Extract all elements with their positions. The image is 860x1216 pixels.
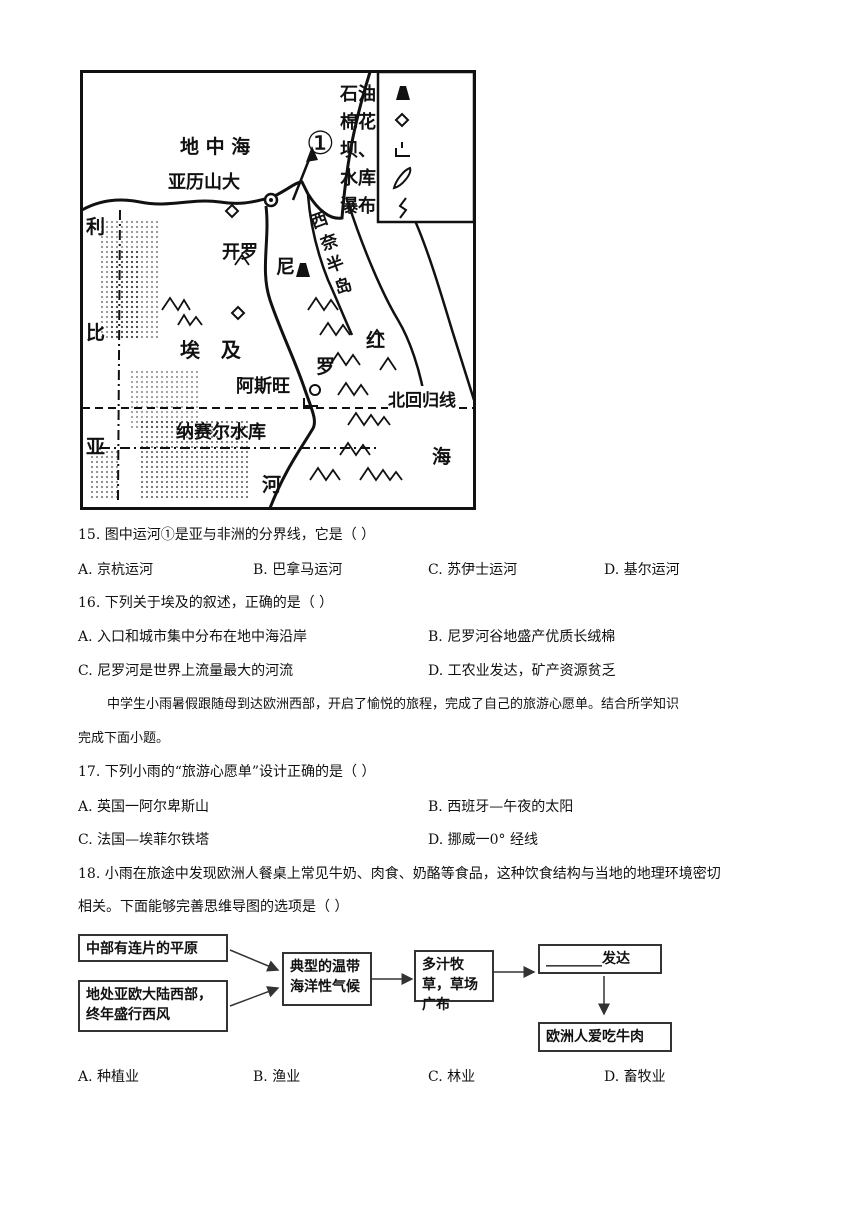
label-nile-3: 河 — [262, 474, 282, 496]
label-tropic: 北回归线 — [388, 386, 456, 411]
q18-option-b[interactable]: B. 渔业 — [253, 1069, 301, 1085]
q15-option-d[interactable]: D. 基尔运河 — [604, 562, 680, 578]
label-mediterranean: 地 中 海 — [180, 136, 251, 158]
nile-river — [263, 205, 316, 509]
q15-option-a[interactable]: A. 京杭运河 — [78, 562, 154, 578]
mind-map: 中部有连片的平原 地处亚欧大陆西部，终年盛行西风 典型的温带海洋性气候 多汁牧草… — [78, 926, 678, 1054]
q18-option-c[interactable]: C. 林业 — [428, 1069, 476, 1085]
legend-reservoir: 水库 — [340, 168, 376, 189]
q17-option-b[interactable]: B. 西班牙—午夜的太阳 — [428, 799, 574, 815]
q15-option-c[interactable]: C. 苏伊士运河 — [428, 562, 518, 578]
q16-option-d[interactable]: D. 工农业发达，矿产资源贫乏 — [428, 663, 616, 679]
answer-blank: ________ — [546, 951, 602, 967]
label-nile-2: 罗 — [316, 356, 336, 378]
passage-line-1: 中学生小雨暑假跟随母到达欧洲西部，开启了愉悦的旅程，完成了自己的旅游心愿单。结合… — [107, 697, 680, 712]
oil-symbol — [296, 263, 310, 277]
map-graphic — [80, 70, 476, 510]
q16-stem: 16. 下列关于埃及的叙述，正确的是（ ） — [78, 595, 334, 611]
q16-option-c[interactable]: C. 尼罗河是世界上流量最大的河流 — [78, 663, 294, 679]
label-egypt: 埃 及 — [180, 338, 241, 362]
q17-stem: 17. 下列小雨的“旅游心愿单”设计正确的是（ ） — [78, 764, 376, 780]
mountains — [161, 253, 403, 482]
q16-option-b[interactable]: B. 尼罗河谷地盛产优质长绒棉 — [428, 629, 616, 645]
legend-waterfall: 瀑布 — [340, 196, 376, 217]
gulf-coast — [306, 194, 354, 336]
label-canal-number: ① — [306, 124, 335, 162]
legend-oil: 石油 — [340, 84, 376, 105]
q18-stem-line-1: 18. 小雨在旅途中发现欧洲人餐桌上常见牛奶、肉食、奶酪等食品，这种饮食结构与当… — [78, 866, 721, 882]
mind-map-arrows — [229, 949, 610, 1016]
q18-option-a[interactable]: A. 种植业 — [78, 1069, 140, 1085]
q15-option-b[interactable]: B. 巴拿马运河 — [253, 562, 343, 578]
label-alexandria: 亚历山大 — [168, 172, 240, 193]
sinai-coast — [346, 201, 427, 401]
legend-dam: 坝、 — [340, 140, 376, 161]
border-west — [117, 209, 121, 501]
label-libya-1: 利 — [86, 216, 106, 238]
mindmap-beef-box: 欧洲人爱吃牛肉 — [538, 1022, 672, 1052]
q15-stem: 15. 图中运河①是亚与非洲的分界线，它是（ ） — [78, 527, 376, 543]
label-red-sea-1: 红 — [366, 330, 386, 352]
mindmap-developed-box: ________发达 — [538, 944, 662, 974]
label-libya-3: 亚 — [86, 436, 106, 458]
mindmap-grass-box: 多汁牧草，草场广布 — [414, 950, 494, 1013]
label-libya-2: 比 — [86, 322, 106, 344]
mindmap-location-box: 地处亚欧大陆西部，终年盛行西风 — [78, 980, 228, 1032]
legend-cotton: 棉花 — [340, 112, 376, 133]
mindmap-plain-box: 中部有连片的平原 — [78, 934, 228, 962]
mindmap-climate-box: 典型的温带海洋性气候 — [282, 952, 372, 1006]
cotton-symbol — [224, 203, 246, 321]
label-aswan: 阿斯旺 — [236, 376, 290, 397]
label-lake-nasser: 纳赛尔水库 — [176, 422, 266, 443]
passage-line-2: 完成下面小题。 — [78, 731, 170, 746]
label-nile-1: 尼 — [276, 256, 296, 278]
q16-option-a[interactable]: A. 入口和城市集中分布在地中海沿岸 — [78, 629, 308, 645]
egypt-map: 石油 棉花 坝、 水库 瀑布 地 中 海 ① 亚历山大 开罗 西 奈 半 岛 利… — [80, 70, 476, 510]
q17-option-a[interactable]: A. 英国一阿尔卑斯山 — [78, 799, 210, 815]
developed-text: 发达 — [602, 951, 630, 967]
label-red-sea-2: 海 — [432, 446, 452, 468]
q18-stem-line-2: 相关。下面能够完善思维导图的选项是（ ） — [78, 899, 349, 915]
q17-option-c[interactable]: C. 法国—埃菲尔铁塔 — [78, 832, 210, 848]
q17-option-d[interactable]: D. 挪威一0° 经线 — [428, 832, 538, 848]
label-cairo: 开罗 — [222, 242, 258, 263]
q18-option-d[interactable]: D. 畜牧业 — [604, 1069, 666, 1085]
